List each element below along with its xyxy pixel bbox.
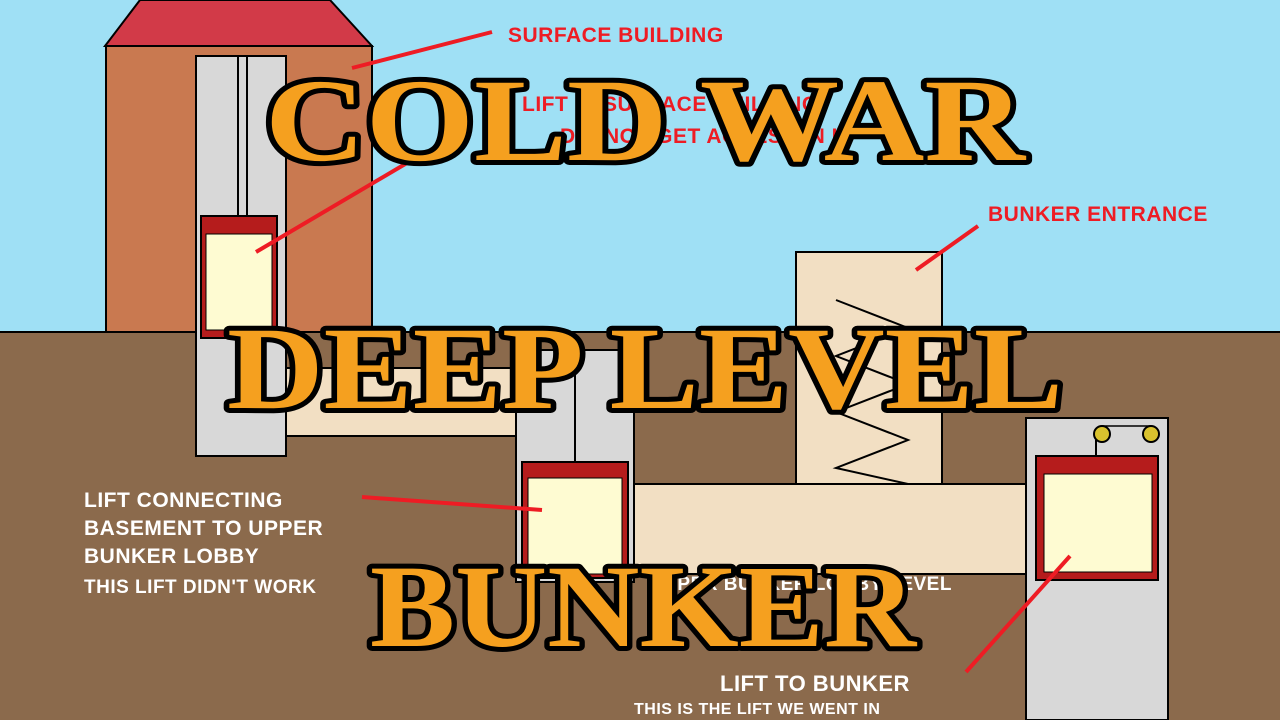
pulley-wheel-left [1093,425,1111,443]
pointer-surface-building [351,30,493,70]
title-line-3: BUNKER [370,541,918,672]
label-lift-surface-1: LIFT IN SURFACE BUILDING [522,93,819,116]
label-lift-we-went-in: THIS IS THE LIFT WE WENT IN [634,701,880,718]
label-lift-connecting-2: BASEMENT TO UPPER [84,517,323,540]
title-line-1: COLD WAR [265,55,1027,186]
middle-lift-car [527,477,623,575]
label-lift-surface-2: DID NOT GET ACCESS IN IT [560,125,851,148]
title-line-2: DEEP LEVEL [227,303,1063,434]
label-upper-lobby-level: UPPER BUNKER LOBBY LEVEL [650,574,952,595]
label-lift-connecting-1: LIFT CONNECTING [84,489,283,512]
pulley-wheel-right [1142,425,1160,443]
pointer-lift-bunker [964,554,1072,674]
label-lift-connecting-3: BUNKER LOBBY [84,545,259,568]
staircase-zigzag [832,299,911,485]
pointer-lift-connecting [361,495,543,512]
pointer-bunker-entrance [914,224,980,272]
pointer-lift-surface [254,158,414,254]
label-lift-to-bunker: LIFT TO BUNKER [720,671,910,696]
label-bunker-entrance: BUNKER ENTRANCE [988,203,1208,226]
building-roof [102,0,375,47]
basement-passage [285,367,519,437]
label-lift-connecting-4: THIS LIFT DIDN'T WORK [84,577,316,598]
deep-lift-car [1043,473,1153,573]
label-surface-building: SURFACE BUILDING [508,24,724,47]
